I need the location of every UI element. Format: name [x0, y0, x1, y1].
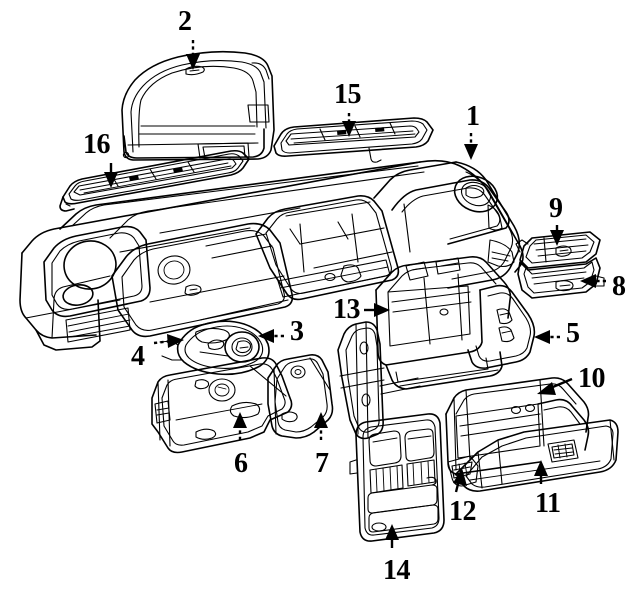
part-15-defroster-grille-right [274, 118, 433, 162]
callout-leaders [104, 40, 606, 548]
part-6-lower-knee-bolster-panel [152, 358, 292, 453]
callout-label-14[interactable]: 14 [383, 555, 411, 586]
part-7-lower-center-trim-bracket [268, 355, 333, 438]
callout-label-13[interactable]: 13 [333, 294, 361, 325]
part-11-glove-box-door [456, 420, 618, 491]
callout-label-15[interactable]: 15 [334, 79, 362, 110]
callout-label-2[interactable]: 2 [178, 6, 192, 37]
callout-label-1[interactable]: 1 [466, 101, 480, 132]
callout-label-11[interactable]: 11 [535, 488, 561, 519]
callout-label-10[interactable]: 10 [578, 363, 606, 394]
callout-label-12[interactable]: 12 [449, 496, 477, 527]
callout-label-8[interactable]: 8 [612, 271, 626, 302]
callout-label-3[interactable]: 3 [290, 316, 304, 347]
part-16-defroster-grille-left [60, 151, 249, 211]
callout-label-6[interactable]: 6 [234, 448, 248, 479]
part-3-4-steering-column-covers [160, 321, 269, 374]
callout-label-9[interactable]: 9 [549, 193, 563, 224]
part-1-instrument-panel-main-body [20, 161, 523, 350]
callout-label-5[interactable]: 5 [566, 318, 580, 349]
part-5-glove-box-frame [376, 257, 534, 389]
callout-label-7[interactable]: 7 [315, 448, 329, 479]
part-9-side-vent-louver [516, 232, 600, 268]
part-14-center-vent-grille-panel [350, 414, 444, 541]
callout-label-16[interactable]: 16 [83, 129, 111, 160]
callout-label-4[interactable]: 4 [131, 341, 145, 372]
part-2-instrument-cluster-bezel [122, 52, 274, 160]
